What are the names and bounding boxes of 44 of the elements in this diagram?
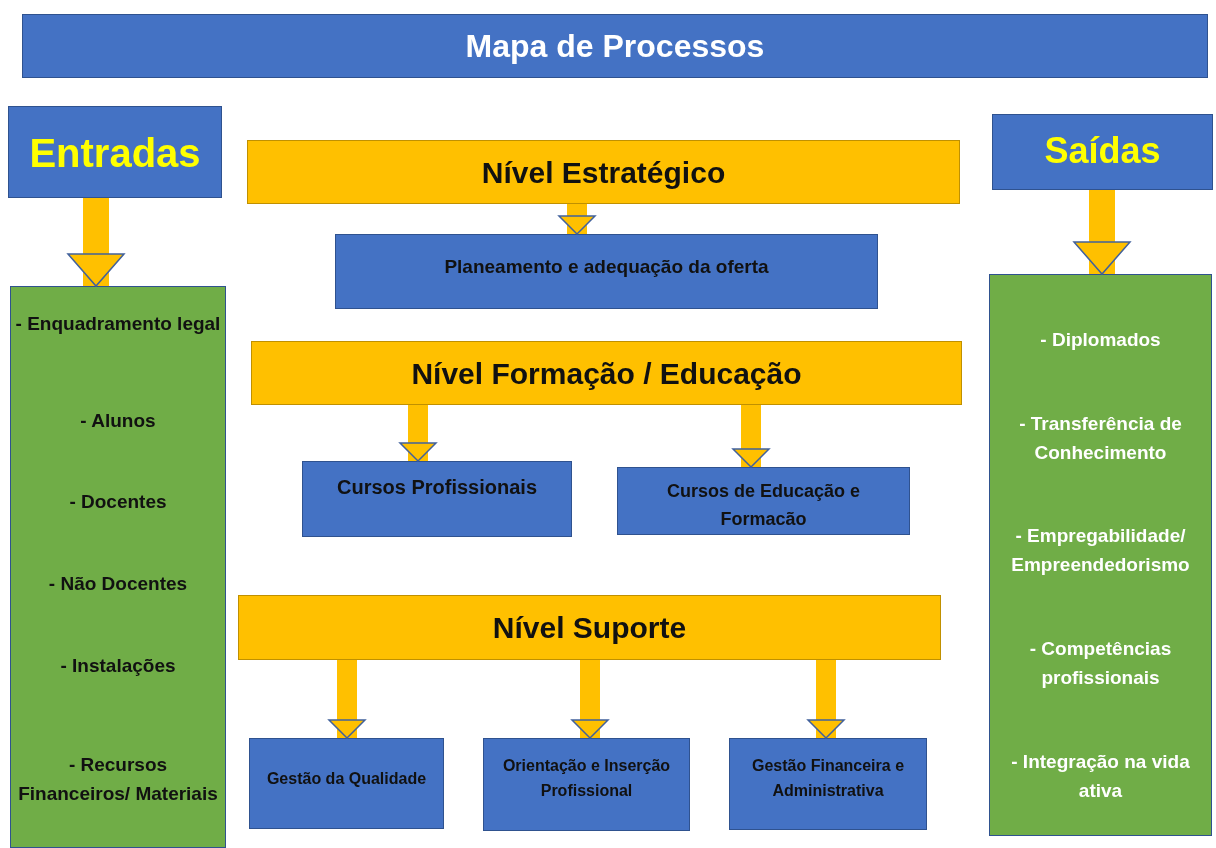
- process-label: Gestão da Qualidade: [265, 768, 428, 789]
- header-box: [992, 114, 1213, 190]
- list-item: - Diplomados: [1039, 328, 1162, 353]
- list-item: - Competências profissionais: [1028, 636, 1173, 690]
- list-item: - Docentes: [68, 490, 168, 515]
- header-box: [8, 106, 222, 198]
- list-panel: [989, 274, 1212, 836]
- process-label: Planeamento e adequação da oferta: [443, 255, 770, 280]
- title-banner: Mapa de Processos: [22, 14, 1208, 78]
- level-title: Nível Suporte: [491, 609, 688, 646]
- list-item: - Transferência de Conhecimento: [1018, 411, 1183, 465]
- list-item: - Instalações: [59, 654, 177, 679]
- process-box: [617, 467, 910, 535]
- level-band: [251, 341, 962, 405]
- process-box: [729, 738, 927, 830]
- block-arrow: [328, 660, 366, 739]
- list-item: - Não Docentes: [47, 572, 189, 597]
- list-item: - Recursos Financeiros/ Materiais: [17, 752, 219, 806]
- block-arrow: [807, 660, 845, 739]
- block-arrow: [558, 204, 596, 235]
- list-panel: [10, 286, 226, 848]
- list-item: - Enquadramento legal: [15, 312, 221, 337]
- process-box: [483, 738, 690, 831]
- level-band: [247, 140, 960, 204]
- process-label: Cursos de Educação e Formacão: [665, 480, 862, 531]
- process-box: [249, 738, 444, 829]
- header-title: Entradas: [28, 130, 202, 177]
- process-box: [302, 461, 572, 537]
- process-box: [335, 234, 878, 309]
- list-item: - Alunos: [79, 409, 157, 434]
- block-arrow: [67, 198, 125, 287]
- block-arrow: [732, 405, 770, 468]
- level-title: Nível Formação / Educação: [410, 355, 803, 392]
- level-title: Nível Estratégico: [480, 154, 727, 191]
- block-arrow: [1073, 190, 1131, 275]
- list-item: - Integração na vida ativa: [1010, 749, 1191, 803]
- block-arrow: [571, 660, 609, 739]
- process-label: Orientação e Inserção Profissional: [501, 756, 672, 801]
- process-label: Cursos Profissionais: [335, 474, 539, 500]
- list-item: - Empregabilidade/ Empreendedorismo: [1010, 523, 1191, 577]
- level-band: [238, 595, 941, 660]
- block-arrow: [399, 405, 437, 462]
- process-label: Gestão Financeira e Administrativa: [750, 756, 906, 801]
- header-title: Saídas: [1043, 129, 1162, 174]
